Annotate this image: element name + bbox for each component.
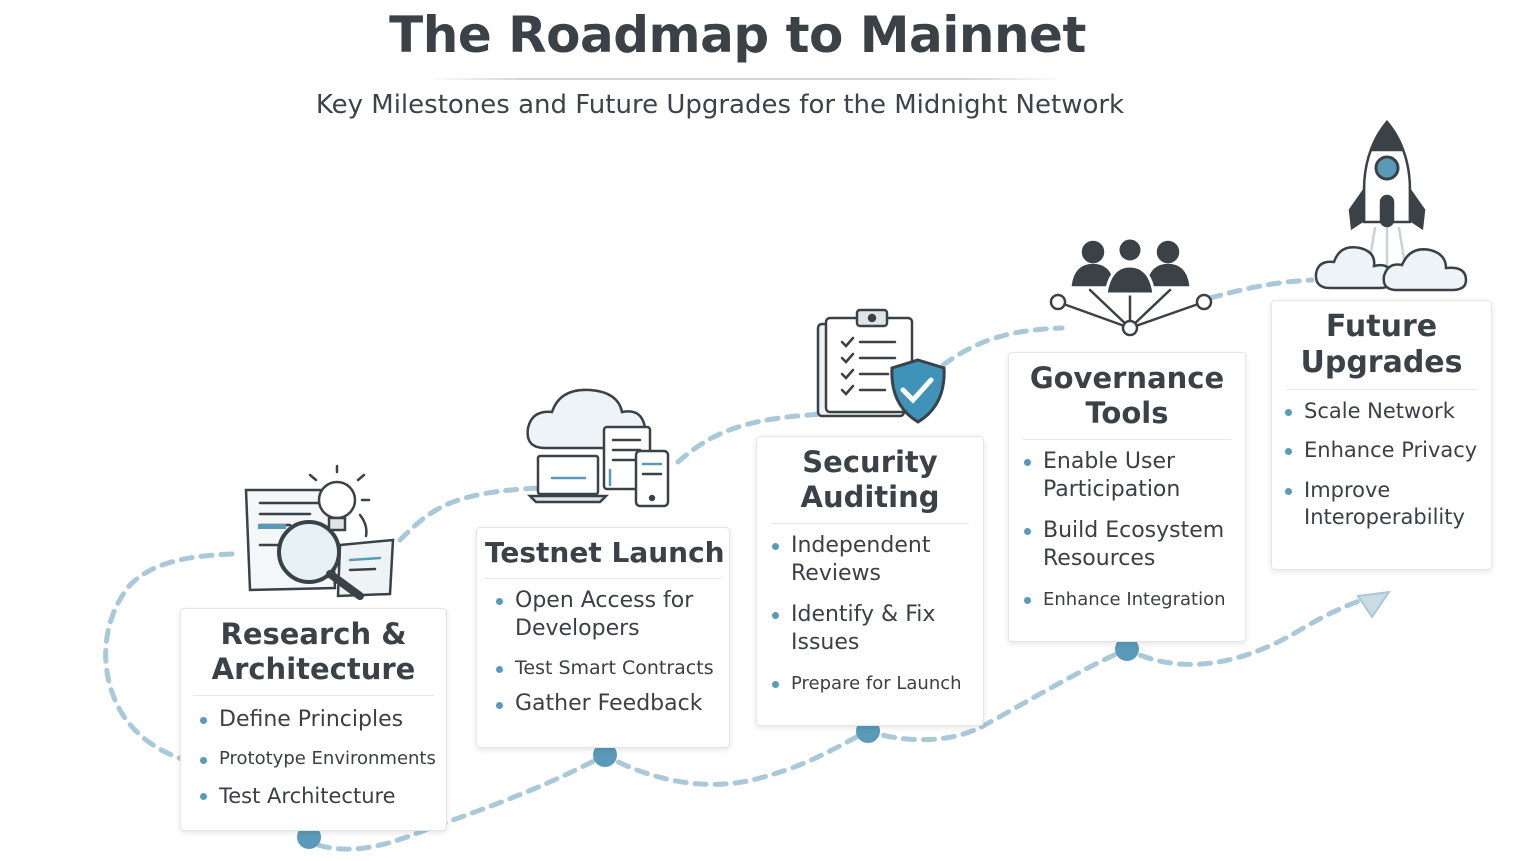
milestone-item: Test Architecture: [199, 783, 434, 810]
milestone-title: Security Auditing: [771, 445, 969, 524]
milestone-title: Testnet Launch: [485, 536, 725, 579]
path-arrowhead-icon: [1356, 590, 1392, 619]
milestone-item: Enhance Integration: [1023, 588, 1233, 611]
page-title: The Roadmap to Mainnet: [389, 6, 1086, 64]
milestone-title: Research & Architecture: [193, 617, 434, 696]
milestone-card-research-architecture: Research & Architecture Define Principle…: [180, 608, 447, 831]
milestone-item: Identify & Fix Issues: [771, 601, 971, 658]
cloud-devices-icon: [526, 388, 670, 508]
milestone-item: Prepare for Launch: [771, 672, 971, 695]
rocket-icon: [1314, 120, 1468, 292]
milestone-dot: [297, 825, 321, 849]
magnifier-lightbulb-icon: [244, 464, 395, 600]
milestone-card-future-upgrades: Future Upgrades Scale Network Enhance Pr…: [1271, 300, 1492, 570]
milestone-item: Scale Network: [1284, 398, 1479, 425]
milestone-title: Future Upgrades: [1286, 309, 1477, 390]
upper-dashed-path: [103, 277, 1315, 763]
milestone-card-testnet-launch: Testnet Launch Open Access for Developer…: [476, 527, 730, 748]
milestone-card-security-auditing: Security Auditing Independent Reviews Id…: [756, 436, 984, 726]
milestone-item: Enable User Participation: [1023, 448, 1233, 505]
page-subtitle: Key Milestones and Future Upgrades for t…: [315, 90, 1125, 120]
milestone-item: Build Ecosystem Resources: [1023, 517, 1233, 574]
people-network-icon: [1049, 236, 1213, 337]
milestone-item: Enhance Privacy: [1284, 437, 1479, 464]
milestone-item: Improve Interoperability: [1284, 477, 1479, 532]
clipboard-shield-icon: [816, 308, 946, 424]
milestone-title: Governance Tools: [1023, 361, 1231, 440]
title-divider: [425, 78, 1065, 80]
milestone-item: Independent Reviews: [771, 532, 971, 589]
milestone-item: Gather Feedback: [495, 690, 717, 719]
milestone-card-governance-tools: Governance Tools Enable User Participati…: [1008, 352, 1246, 642]
milestone-dot: [1115, 637, 1139, 661]
milestone-dot: [593, 743, 617, 767]
milestone-item: Open Access for Developers: [495, 587, 717, 644]
milestone-item: Prototype Environments: [199, 747, 436, 770]
milestone-item: Define Principles: [199, 706, 434, 735]
milestone-item: Test Smart Contracts: [495, 656, 717, 681]
